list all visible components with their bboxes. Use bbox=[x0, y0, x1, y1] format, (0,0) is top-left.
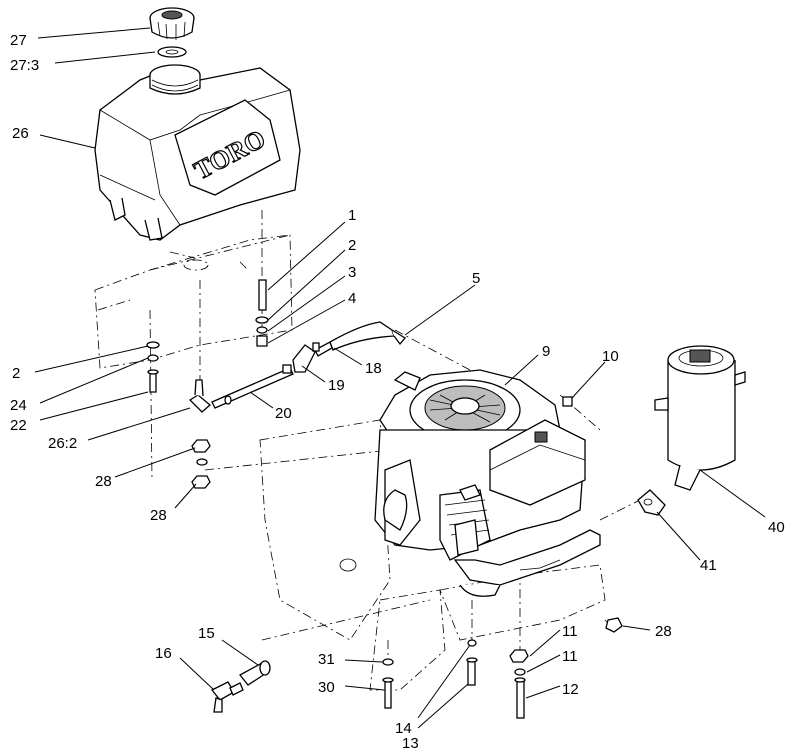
callout-12: 12 bbox=[562, 681, 579, 698]
callout-27-3: 27:3 bbox=[10, 57, 39, 74]
callout-4: 4 bbox=[348, 290, 356, 307]
callout-10: 10 bbox=[602, 348, 619, 365]
callout-28-a: 28 bbox=[95, 473, 112, 490]
decal bbox=[562, 396, 573, 407]
shutoff-valve bbox=[210, 660, 271, 713]
tank-hardware bbox=[146, 279, 269, 393]
callout-31: 31 bbox=[318, 651, 335, 668]
callout-41: 41 bbox=[700, 557, 717, 574]
callout-1: 1 bbox=[348, 207, 356, 224]
callout-26-2: 26:2 bbox=[48, 435, 77, 452]
callout-9: 9 bbox=[542, 343, 550, 360]
fuel-tank: TORO bbox=[94, 64, 301, 241]
callout-26: 26 bbox=[12, 125, 29, 142]
muffler bbox=[654, 345, 746, 491]
callout-5: 5 bbox=[472, 270, 480, 287]
callout-20: 20 bbox=[275, 405, 292, 422]
callout-11-a: 11 bbox=[562, 623, 578, 640]
leader-lines bbox=[34, 27, 766, 729]
callout-15: 15 bbox=[198, 625, 215, 642]
callout-14: 14 bbox=[395, 720, 412, 737]
callout-40: 40 bbox=[768, 519, 785, 536]
callout-27: 27 bbox=[10, 32, 27, 49]
fuel-line bbox=[188, 321, 406, 413]
callout-19: 19 bbox=[328, 377, 345, 394]
callout-18: 18 bbox=[365, 360, 382, 377]
callout-22: 22 bbox=[10, 417, 27, 434]
fuel-cap bbox=[149, 7, 195, 40]
callout-16: 16 bbox=[155, 645, 172, 662]
phantom-frame bbox=[94, 210, 641, 691]
callout-2-lower: 2 bbox=[12, 365, 20, 382]
callout-30: 30 bbox=[318, 679, 335, 696]
callout-11-b: 11 bbox=[562, 648, 578, 665]
callout-24: 24 bbox=[10, 397, 27, 414]
exhaust-clamp bbox=[637, 489, 666, 516]
callout-3: 3 bbox=[348, 264, 356, 281]
callout-13: 13 bbox=[402, 735, 419, 752]
lower-hardware bbox=[191, 439, 623, 719]
callout-28-c: 28 bbox=[655, 623, 672, 640]
cap-gasket bbox=[157, 46, 187, 58]
callout-2-upper: 2 bbox=[348, 237, 356, 254]
callout-labels: 27 27:3 26 1 2 3 4 5 9 10 18 19 20 2 24 … bbox=[10, 32, 785, 752]
engine bbox=[374, 369, 601, 597]
callout-28-b: 28 bbox=[150, 507, 167, 524]
